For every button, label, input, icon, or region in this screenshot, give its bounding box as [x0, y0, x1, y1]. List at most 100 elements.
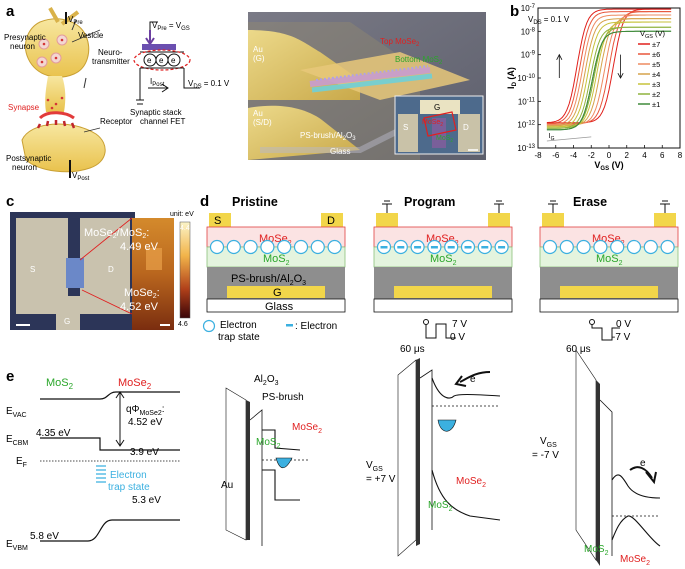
channel-label-2: channel FET [140, 117, 185, 126]
kpfm-het-value: 4.49 eV [120, 241, 159, 253]
erase-trap-state-7 [660, 239, 675, 255]
neuron-illustration [21, 7, 106, 178]
channel-label-1: Synaptic stack [130, 108, 183, 117]
pristine-dielectric-label-part-1: 2 [290, 280, 294, 287]
band-ef-e: E [16, 456, 23, 467]
gate-leakage-line [546, 136, 592, 142]
top-mose2-text: Top MoSe [380, 37, 417, 46]
legend-title-part-2: (V) [653, 29, 666, 38]
vpost-v: V [72, 171, 78, 180]
band-mos2-sub: 2 [69, 382, 74, 391]
y-tick-exp-4: -9 [530, 51, 536, 57]
pristine-au-label: Au [221, 480, 233, 491]
kpfm-het-end: : [146, 227, 149, 239]
fet-vds-sub: DS [193, 84, 201, 90]
x-tick-label-8: 8 [678, 151, 683, 160]
x-axis-label: VGS (V) [594, 160, 623, 172]
vpre-eq-sub2: GS [181, 26, 190, 32]
band-evbm-label: EVBM [6, 539, 28, 552]
pristine-drain-label: D [327, 215, 335, 227]
program-trapped-electron-2 [414, 246, 422, 249]
erase-drain-ground-icon [660, 200, 670, 213]
pristine-dielectric-label-part-3: 3 [302, 280, 306, 287]
y-tick-label-4: 10-9 [521, 51, 536, 60]
erase-trap-state-1 [559, 239, 574, 255]
program-vgs-sub: GS [373, 466, 383, 473]
legend-title: VGS (V) [640, 29, 666, 40]
y-tick-exp-6: -7 [530, 4, 536, 10]
erase-v-high: 0 V [616, 319, 631, 330]
legend-entry-1: ±6 [652, 50, 660, 59]
vpre-eq-mid: = V [167, 21, 182, 30]
pristine-dielectric-label-part-0: PS-brush/Al [231, 273, 290, 285]
erase-vgs-v: V [540, 436, 547, 447]
program-drain-contact [488, 213, 510, 227]
pristine-dielectric-label: PS-brush/Al2O3 [231, 273, 306, 287]
panel-label-a: a [6, 3, 15, 20]
band-ef-label: EF [16, 456, 27, 469]
inset-mos2-text: MoS [436, 135, 451, 142]
kpfm-s-label: S [30, 265, 35, 274]
inset-d-label: D [463, 123, 469, 132]
presynaptic-label-2: neuron [10, 42, 35, 51]
sweep-arrow-up-head [556, 53, 563, 61]
program-mos2-label: MoS2 [428, 500, 453, 513]
pristine-trap-state-5 [293, 239, 309, 255]
y-tick-label-0: 10-13 [517, 144, 535, 153]
gate-leakage-label: IG [549, 133, 555, 142]
pristine-source-label: S [214, 215, 221, 227]
y-tick-base-2: 10 [518, 97, 527, 106]
pristine-trap-state-2 [243, 239, 258, 255]
vpre-eq-v: V [152, 21, 158, 30]
program-trapped-electron-5 [464, 246, 472, 249]
chart-vds-val: = 0.1 V [544, 15, 570, 24]
y-tick-exp-2: -11 [527, 97, 536, 103]
erase-vgs-value: = -7 V [532, 450, 559, 461]
band-evac-e: E [6, 406, 13, 417]
legend-electron-label: : Electron [295, 321, 337, 332]
kpfm-colorbar [179, 221, 191, 319]
program-v-low: 0 V [450, 332, 465, 343]
program-band-diagram [397, 358, 501, 557]
erase-mos2-text: MoS [584, 544, 605, 555]
band-qphi-label: qΦMoSe2: [126, 404, 165, 417]
erase-glass-layer [539, 298, 679, 313]
au-sd-label-1: Au [253, 109, 263, 118]
pristine-mose2-sub: 2 [318, 428, 322, 435]
program-vgs-v: V [366, 460, 373, 471]
pristine-drain-contact [321, 213, 343, 227]
series-reverse-6 [546, 30, 672, 131]
band-mose2-label: MoSe2 [118, 377, 152, 391]
device-dielectric-sub: 2 [343, 136, 347, 142]
program-mos2-sub: 2 [449, 506, 453, 513]
chart-vds-v: V [528, 15, 534, 24]
erase-mose2-sub: 2 [646, 560, 650, 567]
pristine-mos2-label-part-1: 2 [286, 260, 290, 267]
neurotransmitter-label-1: Neuro- [98, 48, 123, 57]
pristine-mose2-label: MoSe2 [292, 422, 322, 435]
gate-leakage-part-0: I [549, 133, 551, 140]
pristine-glass-label-part-0: Glass [265, 301, 294, 313]
pristine-psbrush-label: PS-brush [262, 392, 304, 403]
kpfm-het-label: MoSe2/MoS2: [84, 227, 149, 240]
erase-time: 60 μs [566, 344, 591, 355]
au-gate-label-2: (G) [253, 54, 265, 63]
y-tick-label-1: 10-12 [517, 121, 535, 130]
erase-vgs-sub: GS [547, 442, 557, 449]
neurotransmitter-label-2: transmitter [92, 57, 130, 66]
pristine-trap-state-6 [310, 239, 325, 255]
program-drain-ground-icon [494, 200, 504, 213]
band-trap-label-1: Electron [110, 470, 147, 481]
y-tick-base-0: 10 [517, 144, 526, 153]
kpfm-het-a: MoSe [84, 227, 113, 239]
kpfm-mose2-label: MoSe2: [124, 287, 160, 300]
vpre-eq-sub: Pre [157, 26, 167, 32]
band-mos2-label: MoS2 [46, 377, 74, 391]
erase-mose2-label: MoSe2 [620, 554, 650, 567]
pristine-gate-label-part-0: G [273, 287, 282, 299]
synapse-label: Synapse [8, 103, 40, 112]
erase-v-low: -7 V [612, 332, 631, 343]
erase-gate-electrode [560, 286, 658, 298]
x-tick-label-7: 6 [660, 151, 665, 160]
band-58-label: 5.8 eV [30, 531, 59, 542]
